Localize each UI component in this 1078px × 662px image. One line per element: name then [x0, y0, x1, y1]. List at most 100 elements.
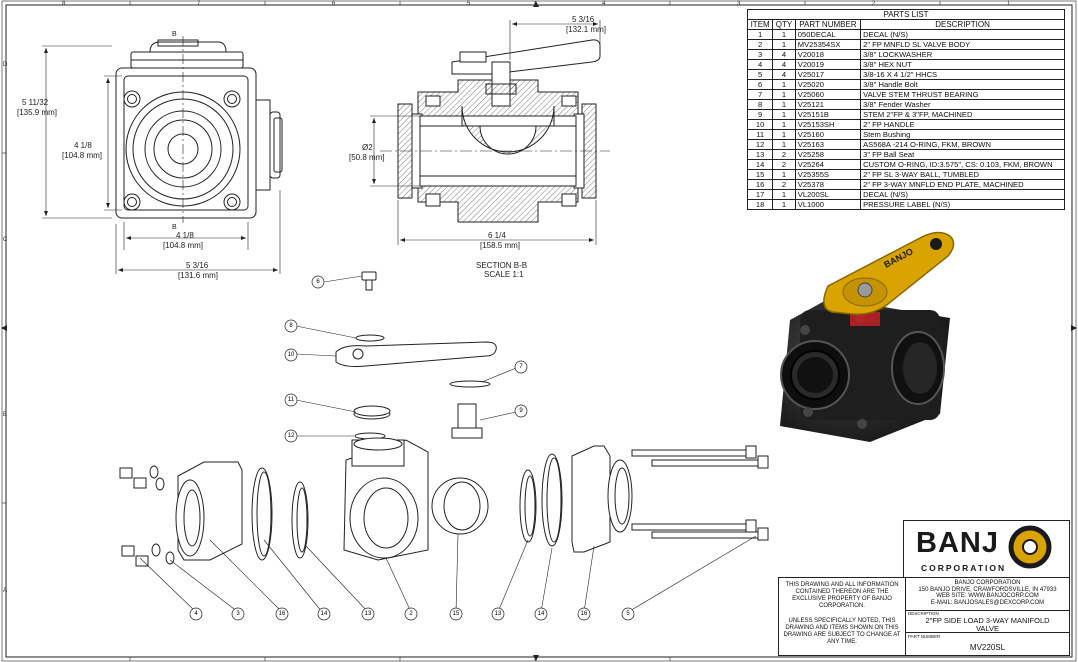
cell-description: AS568A -214 O-RING, FKM, BROWN — [860, 139, 1065, 150]
svg-text:3: 3 — [236, 611, 240, 617]
cell-description: PRESSURE LABEL (N/S) — [860, 199, 1065, 210]
balloon: 8 — [284, 319, 298, 333]
description-label: DESCRIPTION — [908, 611, 939, 616]
dim-height-inner-mm: [104.8 mm] — [62, 151, 102, 160]
balloon: 16 — [275, 607, 289, 621]
cell-part-number: V25378 — [794, 179, 862, 190]
cell-item: 8 — [746, 99, 774, 110]
cell-part-number: V20019 — [794, 59, 862, 70]
cell-description: 3/8" Handle Bolt — [860, 79, 1065, 90]
cell-qty: 2 — [772, 179, 796, 190]
cell-description: 3/8" LOCKWASHER — [860, 49, 1065, 60]
balloon: 10 — [284, 348, 298, 362]
cell-description: 2" FP HANDLE — [860, 119, 1065, 130]
zone-number: 6 — [332, 1, 336, 7]
cell-item: 5 — [746, 69, 774, 80]
part-number-box: PART NUMBER MV220SL — [906, 633, 1069, 655]
leader-lines — [139, 275, 757, 613]
cell-qty: 1 — [772, 89, 796, 100]
balloon: 6 — [311, 275, 325, 289]
title-block: THIS DRAWING AND ALL INFORMATION CONTAIN… — [778, 577, 1070, 656]
company-name: BANJO CORPORATION — [954, 580, 1021, 586]
dim-height-outer: 5 11/32 — [22, 98, 49, 107]
zone-number: 5 — [467, 1, 471, 7]
cell-description: 3/8" HEX NUT — [860, 59, 1065, 70]
cell-part-number: MV25354SX — [794, 39, 862, 50]
cell-qty: 2 — [772, 159, 796, 170]
cell-qty: 1 — [772, 139, 796, 150]
cell-qty: 1 — [772, 189, 796, 200]
cell-item: 11 — [746, 129, 774, 140]
balloon: 7 — [514, 360, 528, 374]
parts-list-header: ITEM QTY PART NUMBER DESCRIPTION — [746, 19, 1065, 30]
balloon: 14 — [317, 607, 331, 621]
zone-number: 2 — [872, 1, 876, 7]
zone-letter: D — [3, 62, 8, 68]
cell-description: 2" FP SL 3-WAY BALL, TUMBLED — [860, 169, 1065, 180]
company-logo-sub: CORPORATION — [921, 563, 1007, 573]
cell-part-number: V25020 — [794, 79, 862, 90]
cell-qty: 1 — [772, 119, 796, 130]
dim-section-top: 5 3/16 — [572, 15, 595, 24]
drawing-description: 2"FP SIDE LOAD 3-WAY MANIFOLD VALVE — [925, 616, 1050, 633]
cell-description: VALVE STEM THRUST BEARING — [860, 89, 1065, 100]
balloon: 13 — [361, 607, 375, 621]
svg-text:9: 9 — [519, 408, 523, 414]
zone-letter: B — [3, 412, 7, 418]
cell-part-number: V25017 — [794, 69, 862, 80]
front-view — [115, 36, 283, 223]
cell-qty: 4 — [772, 49, 796, 60]
cell-item: 9 — [746, 109, 774, 120]
cell-qty: 1 — [772, 169, 796, 180]
valve-render: BANJO — [780, 231, 955, 442]
cell-item: 2 — [746, 39, 774, 50]
cell-item: 14 — [746, 159, 774, 170]
cell-part-number: V25264 — [794, 159, 862, 170]
cell-item: 13 — [746, 149, 774, 160]
balloon: 2 — [404, 607, 418, 621]
col-part-number: PART NUMBER — [794, 19, 862, 30]
dim-width-outer: 5 3/16 — [186, 261, 209, 270]
zone-number: 7 — [197, 1, 201, 7]
svg-text:15: 15 — [453, 611, 460, 617]
dim-section-bottom-mm: [158.5 mm] — [480, 241, 520, 250]
cell-description: 2" FP MNFLD SL VALVE BODY — [860, 39, 1065, 50]
svg-text:13: 13 — [365, 611, 372, 617]
cell-item: 17 — [746, 189, 774, 200]
balloon: 14 — [534, 607, 548, 621]
svg-text:8: 8 — [289, 323, 293, 329]
balloon: 15 — [449, 607, 463, 621]
zone-letters-side: D C B A — [3, 62, 8, 594]
col-description: DESCRIPTION — [860, 19, 1065, 30]
cell-description: 3/8" Fender Washer — [860, 99, 1065, 110]
cell-part-number: V25355S — [794, 169, 862, 180]
part-number-label: PART NUMBER — [908, 634, 941, 639]
svg-text:6: 6 — [316, 279, 320, 285]
dim-section-top-mm: [132.1 mm] — [566, 25, 606, 34]
cell-part-number: V25258 — [794, 149, 862, 160]
cell-part-number: VL200SL — [794, 189, 862, 200]
cell-part-number: VL1000 — [794, 199, 862, 210]
cell-part-number: 050DECAL — [794, 29, 862, 40]
dim-width-outer-mm: [131.6 mm] — [178, 271, 218, 280]
section-dimension-lines — [370, 20, 601, 245]
cell-part-number: V25151B — [794, 109, 862, 120]
section-view — [380, 39, 610, 223]
cell-qty: 4 — [772, 59, 796, 70]
dim-height-inner: 4 1/8 — [74, 141, 92, 150]
logo-o-mark-icon — [1008, 525, 1052, 569]
balloon: 9 — [514, 404, 528, 418]
description-box: DESCRIPTION 2"FP SIDE LOAD 3-WAY MANIFOL… — [906, 610, 1069, 633]
cell-qty: 1 — [772, 79, 796, 90]
